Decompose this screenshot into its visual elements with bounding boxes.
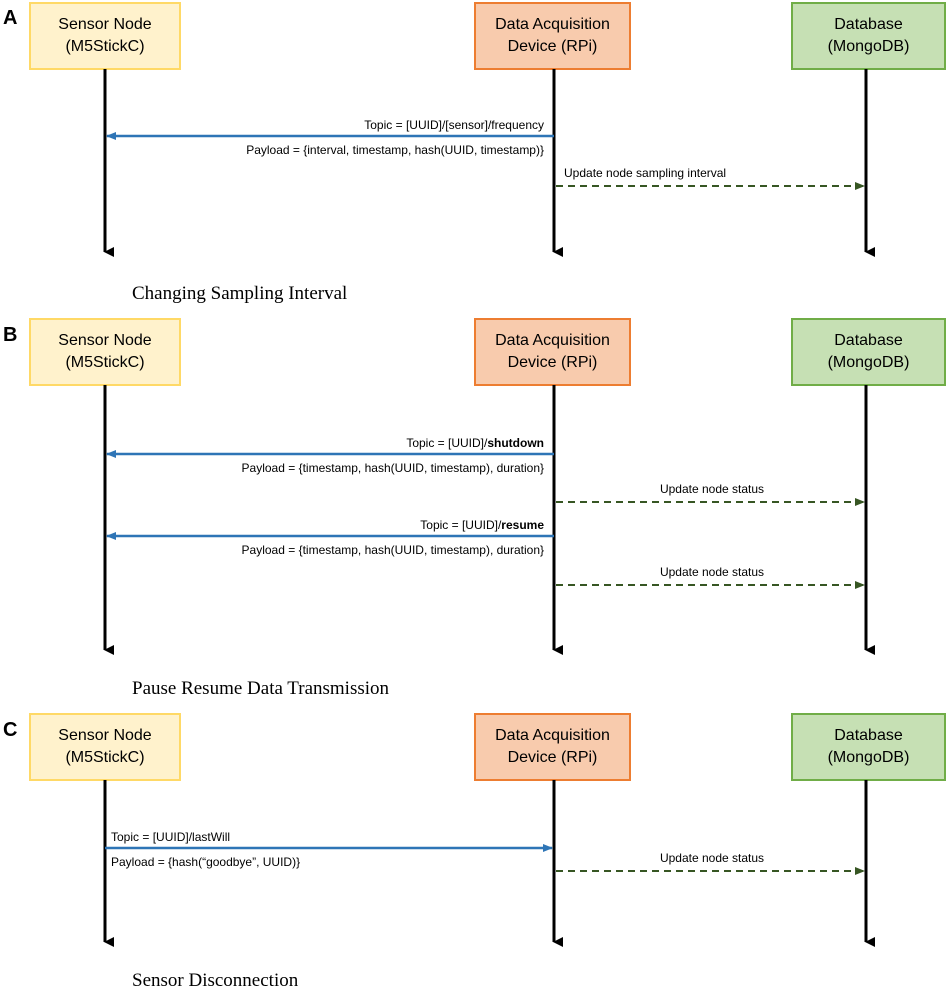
topic-label: Topic = [UUID]/[sensor]/frequency: [364, 118, 544, 132]
participant-box-sensor: [29, 713, 181, 781]
participant-label-sensor: (M5StickC): [65, 749, 144, 766]
panel-caption: Sensor Disconnection: [132, 970, 299, 991]
panel-letter: B: [3, 324, 17, 346]
participant-label-db: Database: [834, 16, 903, 33]
participant-label-sensor: (M5StickC): [65, 354, 144, 371]
participant-label-sensor: Sensor Node: [58, 332, 151, 349]
participant-label-rpi: Data Acquisition: [495, 332, 610, 349]
participant-label-db: (MongoDB): [828, 38, 910, 55]
participant-label-db: Database: [834, 727, 903, 744]
topic-label: Topic = [UUID]/lastWill: [111, 830, 230, 844]
payload-label: Payload = {hash(“goodbye”, UUID)}: [111, 855, 300, 869]
participant-box-db: [791, 2, 946, 70]
payload-label: Payload = {interval, timestamp, hash(UUI…: [246, 143, 544, 157]
db-update-label: Update node status: [660, 851, 764, 865]
panel-letter: A: [3, 7, 17, 29]
panel-a: A Sensor Node (M5StickC) Data AcquisitionDe…: [3, 2, 946, 304]
panel-caption: Changing Sampling Interval: [132, 283, 347, 304]
participant-label-db: (MongoDB): [828, 354, 910, 371]
panel-c: C Sensor Node (M5StickC) Data AcquisitionDe…: [3, 713, 946, 991]
participant-box-db: [791, 318, 946, 386]
participant-box-db: [791, 713, 946, 781]
participant-label-rpi: Data Acquisition: [495, 16, 610, 33]
participant-label-db: (MongoDB): [828, 749, 910, 766]
participant-label-sensor: (M5StickC): [65, 38, 144, 55]
participant-label-rpi: Device (RPi): [508, 749, 598, 766]
panel-caption: Pause Resume Data Transmission: [132, 678, 390, 699]
db-update-label: Update node status: [660, 482, 764, 496]
participant-label-rpi: Device (RPi): [508, 38, 598, 55]
payload-label: Payload = {timestamp, hash(UUID, timesta…: [242, 461, 544, 475]
participant-box-sensor: [29, 318, 181, 386]
participant-box-sensor: [29, 2, 181, 70]
participant-label-db: Database: [834, 332, 903, 349]
participant-label-rpi: Device (RPi): [508, 354, 598, 371]
panel-b: B Sensor Node (M5StickC) Data AcquisitionDe…: [3, 318, 946, 699]
participant-box-rpi: [474, 318, 631, 386]
topic-label: Topic = [UUID]/shutdown: [406, 436, 544, 450]
db-update-label: Update node sampling interval: [564, 166, 726, 180]
participant-label-rpi: Data Acquisition: [495, 727, 610, 744]
participant-box-rpi: [474, 2, 631, 70]
topic-label: Topic = [UUID]/resume: [420, 518, 544, 532]
participant-box-rpi: [474, 713, 631, 781]
db-update-label: Update node status: [660, 565, 764, 579]
panel-letter: C: [3, 719, 17, 741]
participant-label-sensor: Sensor Node: [58, 16, 151, 33]
payload-label: Payload = {timestamp, hash(UUID, timesta…: [242, 543, 544, 557]
participant-label-sensor: Sensor Node: [58, 727, 151, 744]
